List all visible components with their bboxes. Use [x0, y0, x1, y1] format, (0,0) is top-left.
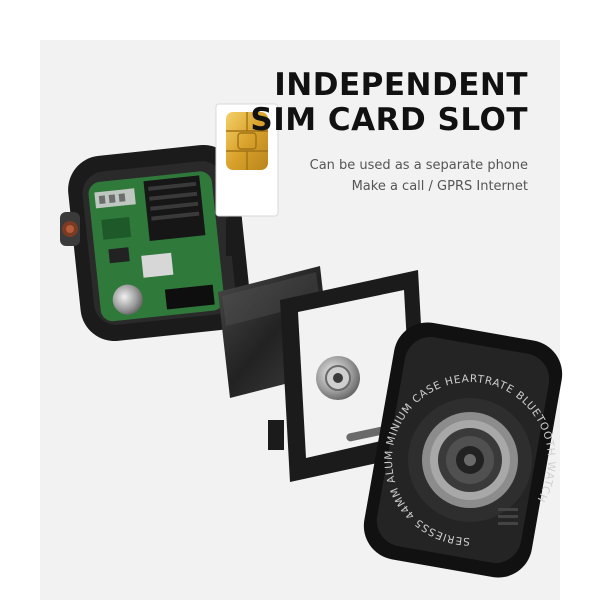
sim-chip [226, 112, 268, 170]
heart-rate-sensor [422, 412, 518, 508]
headline-line-2: SIM CARD SLOT [250, 101, 528, 138]
speaker-module [316, 356, 360, 400]
pcb-board [88, 171, 225, 322]
digital-crown [60, 212, 80, 246]
back-vent-slots [498, 508, 518, 525]
vibration-motor [112, 284, 143, 315]
subtext-line-1: Can be used as a separate phone [309, 158, 528, 173]
feature-headline: INDEPENDENT SIM CARD SLOT [250, 68, 528, 137]
side-bracket [226, 218, 242, 256]
subtext-line-2: Make a call / GPRS Internet [351, 179, 528, 194]
headline-line-1: INDEPENDENT [274, 67, 528, 103]
sim-card [215, 103, 279, 217]
back-case: SERIESS5 44MM ALUM MINIUM CASE HEARTRATE… [363, 322, 563, 578]
feature-subtext: Can be used as a separate phone Make a c… [310, 155, 528, 197]
watch-body [60, 144, 250, 342]
